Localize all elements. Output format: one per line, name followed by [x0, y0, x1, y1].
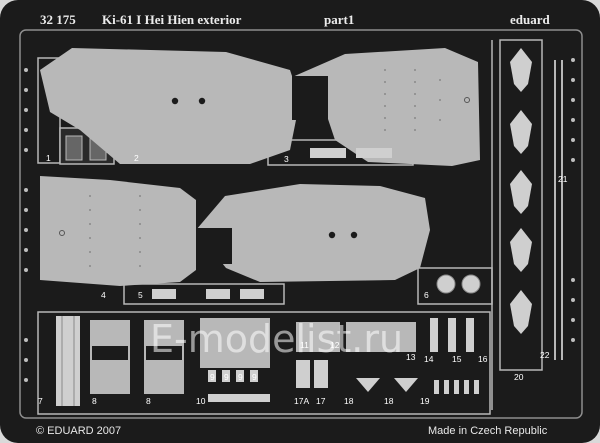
- part-number-9d: 9: [252, 372, 257, 382]
- part-number-9b: 9: [224, 372, 229, 382]
- part-number-9c: 9: [238, 372, 243, 382]
- part-number-20: 20: [514, 372, 524, 382]
- part-6-discs: [417, 267, 493, 305]
- part-number-15: 15: [452, 354, 462, 364]
- part-number-19: 19: [420, 396, 430, 406]
- fret-part: part1: [324, 12, 354, 27]
- part-number-13: 13: [406, 352, 416, 362]
- part-5-row: [123, 283, 285, 305]
- lower-center-wing-panel: [196, 184, 430, 282]
- part-number-2: 2: [134, 153, 139, 163]
- fret-code: 32 175: [40, 12, 76, 27]
- brand-logo: eduard: [510, 12, 551, 27]
- part-number-18a: 18: [344, 396, 354, 406]
- part-number-6: 6: [424, 290, 429, 300]
- part-number-8b: 8: [146, 396, 151, 406]
- part-number-3: 3: [284, 154, 289, 164]
- part-number-22: 22: [540, 350, 550, 360]
- part-number-8a: 8: [92, 396, 97, 406]
- right-edge-dots: [571, 58, 575, 342]
- part-4-lower-left-panel: [40, 176, 196, 286]
- part-2-upper-wing-panel: [40, 48, 300, 164]
- left-edge-dots: [24, 68, 28, 382]
- fret-title: Ki-61 I Hei Hien exterior: [102, 12, 242, 27]
- part-number-10: 10: [196, 396, 206, 406]
- part-number-14: 14: [424, 354, 434, 364]
- part-number-9a: 9: [210, 372, 215, 382]
- part-number-17a: 17A: [294, 396, 309, 406]
- part-number-4: 4: [101, 290, 106, 300]
- part-number-18b: 18: [384, 396, 394, 406]
- fret-inner-frame: [19, 29, 583, 419]
- part-number-16: 16: [478, 354, 488, 364]
- lower-section: [37, 311, 491, 415]
- part-number-1: 1: [46, 153, 51, 163]
- part-number-labels: 1 2 3 4 5 6 7 8 8 9 9 9 9 10 11 12 13 14…: [38, 153, 568, 406]
- copyright-text: © EDUARD 2007: [36, 425, 121, 437]
- right-column-parts: [491, 39, 563, 410]
- part-number-11: 11: [300, 340, 309, 350]
- part-number-12: 12: [330, 340, 340, 350]
- part-number-5: 5: [138, 290, 143, 300]
- part-number-21: 21: [558, 174, 568, 184]
- part-number-7: 7: [38, 396, 43, 406]
- part-number-17: 17: [316, 396, 326, 406]
- upper-right-panel: [290, 48, 480, 166]
- part-3-strip: [267, 139, 414, 166]
- watermark-text: E-modelist.ru: [150, 317, 403, 361]
- origin-text: Made in Czech Republic: [428, 425, 548, 437]
